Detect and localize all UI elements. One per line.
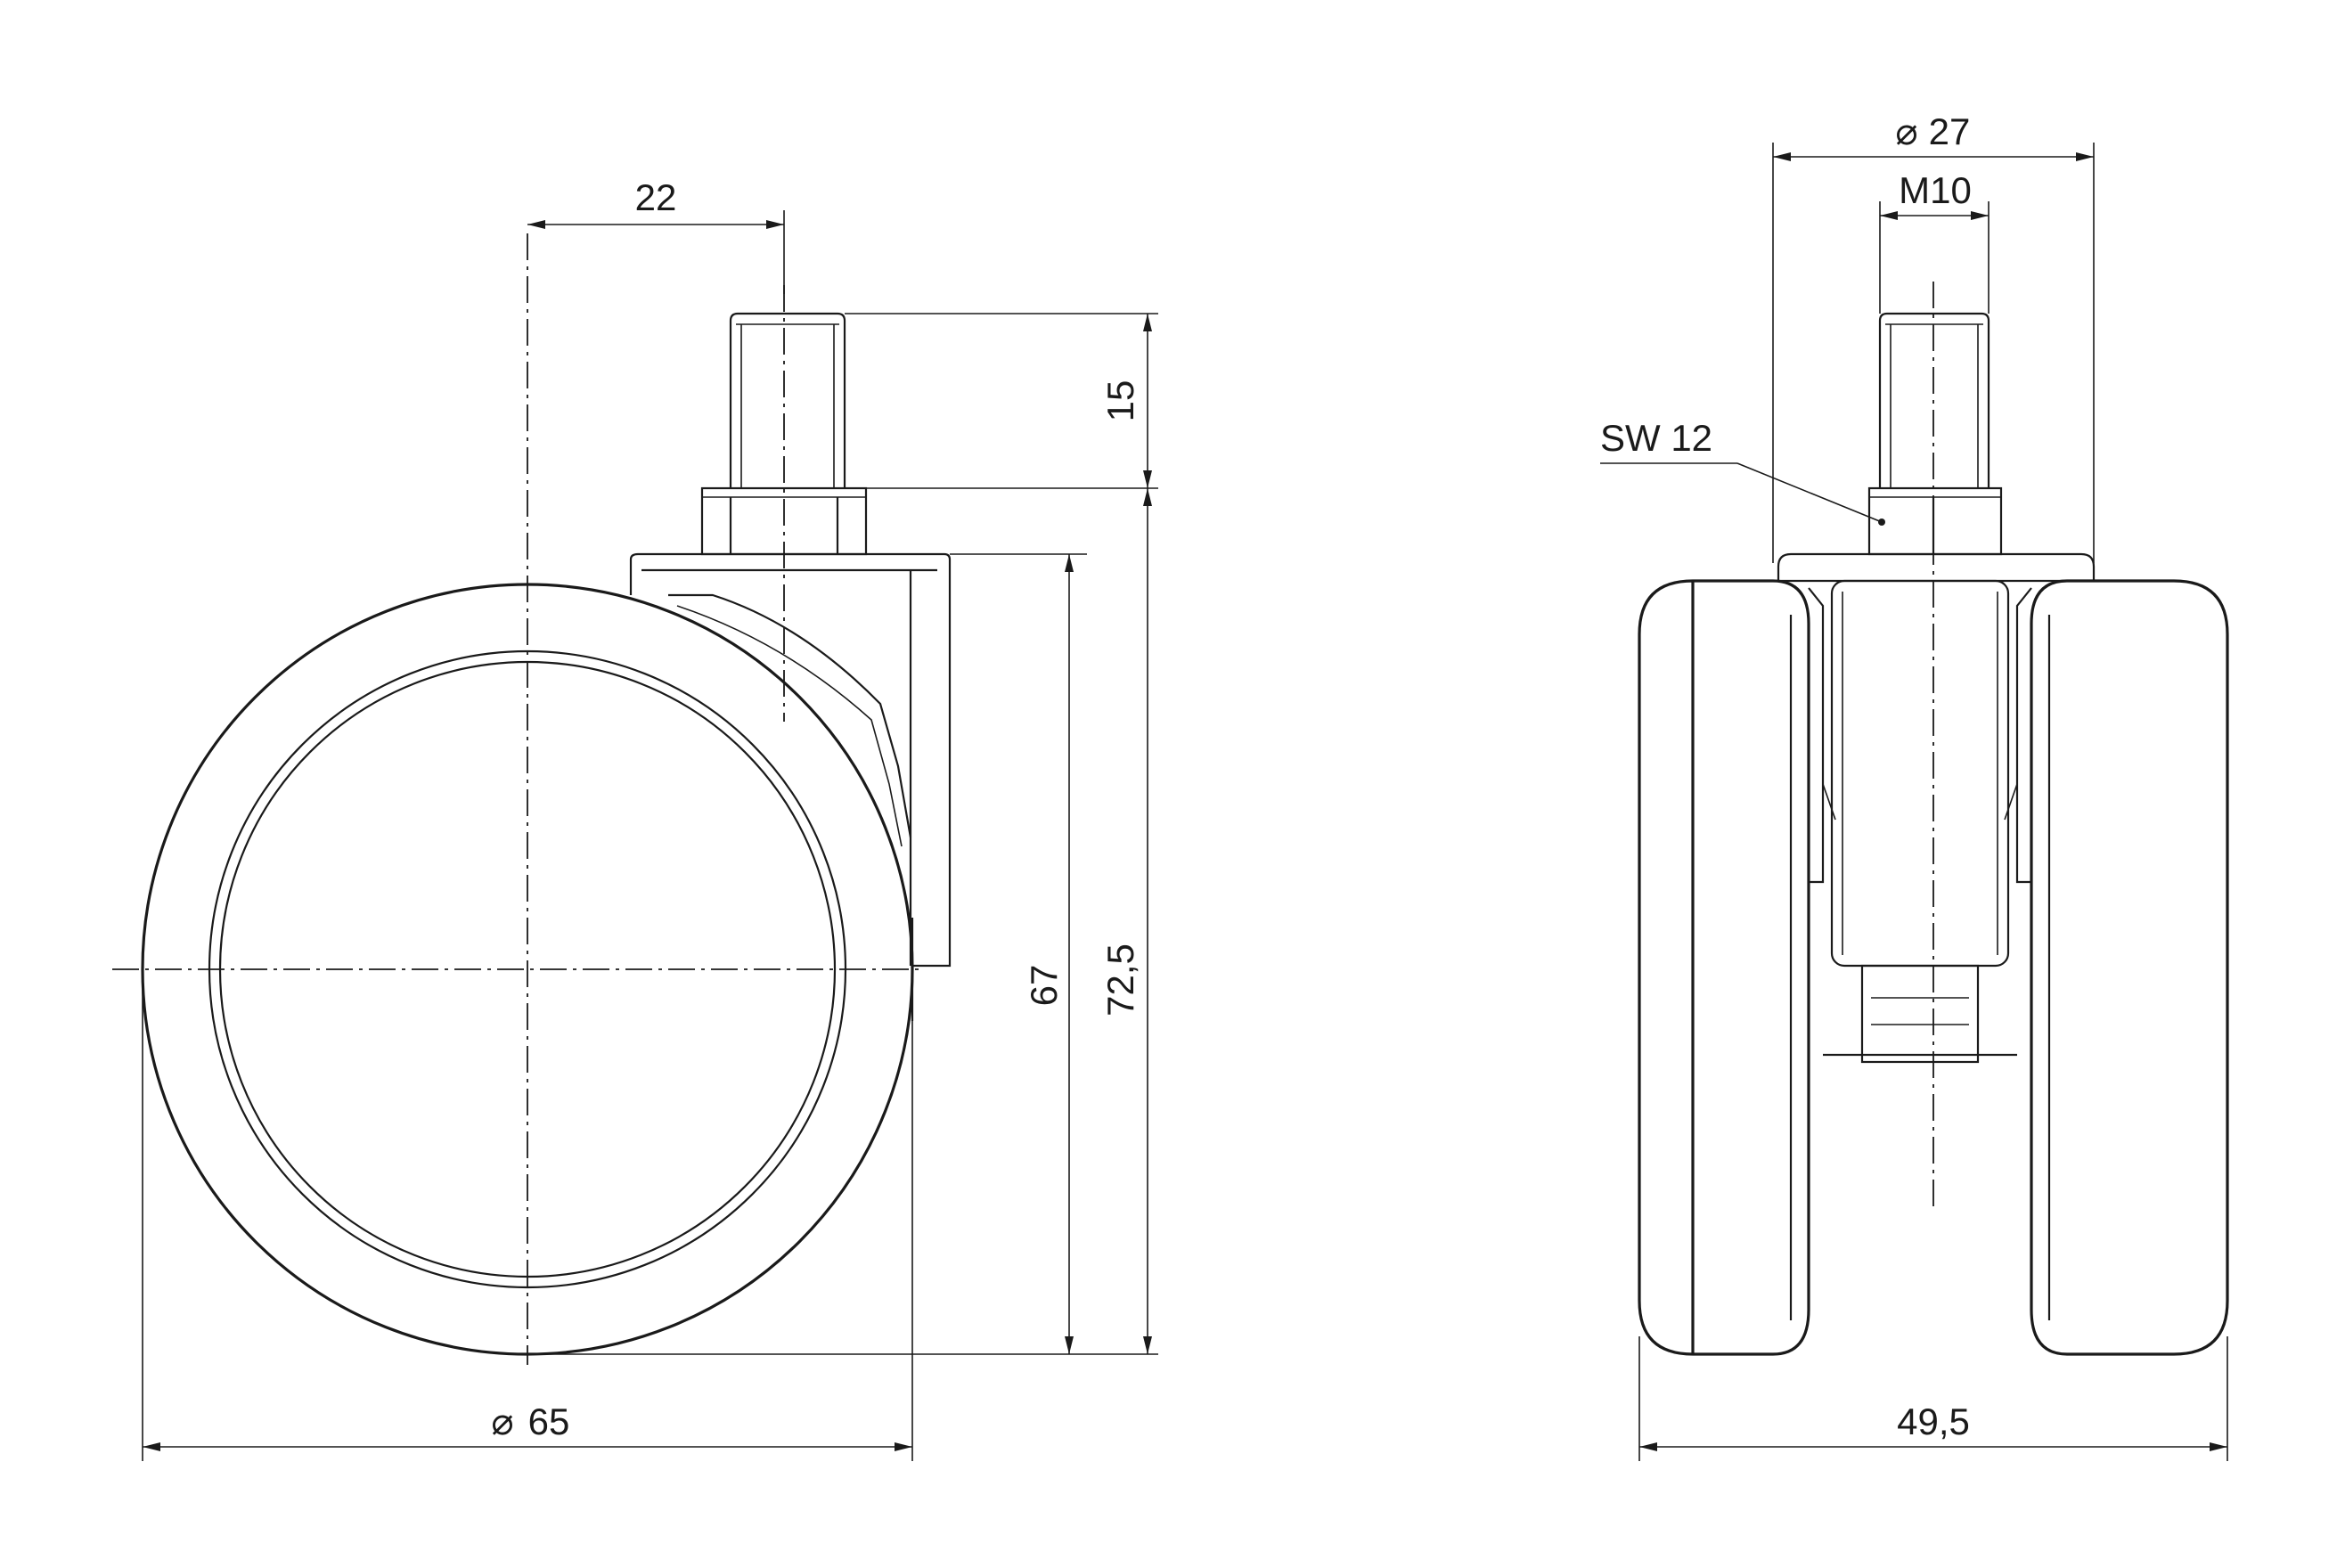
dim-stem-length: 15 [1099,314,1152,488]
dim-stem-offset-label: 22 [635,176,677,218]
dim-height-total: 72,5 [1099,488,1152,1354]
dim-height-total-label: 72,5 [1099,943,1141,1017]
front-stem-outline [1878,312,1990,488]
stem-outline [729,312,846,488]
front-wheel-right [2030,579,2229,1356]
fork-center-block [1830,579,2010,968]
dim-wheel-diameter-symbol: ⌀ [491,1401,513,1442]
front-threaded-stem [1878,312,1990,488]
front-fork-body [1773,552,2099,1064]
dim-stem-length-label: 15 [1099,380,1141,422]
fork-top-plate [1777,552,2096,581]
dim-wheel-diameter: ⌀ 65 [142,969,913,1461]
side-threaded-stem [729,312,846,488]
housing-outline [629,552,952,968]
dim-top-diameter-symbol: ⌀ [1895,110,1917,152]
dim-wheel-diameter-label: 65 [528,1401,570,1442]
dim-thread: M10 [1879,169,1990,314]
dim-total-width-label: 49,5 [1897,1401,1970,1442]
dim-height-body: 67 [1023,554,1074,1354]
dim-total-width: 49,5 [1638,1336,2228,1461]
dim-top-diameter-label: 27 [1929,110,1971,152]
side-fork-housing [629,552,952,968]
label-wrench-size: SW 12 [1600,417,1885,526]
wheel-right-outline [2030,579,2229,1356]
front-hex-nut [1867,486,2003,556]
dim-top-diameter: ⌀ 27 [1772,110,2095,563]
front-wheel-left [1638,579,1810,1356]
fork-axle-block [1860,964,1980,1064]
dim-stem-offset: 22 [527,176,785,294]
front-view: ⌀ 27 M10 SW 12 49,5 [1600,110,2229,1461]
side-view: 22 15 67 72,5 ⌀ 65 [112,176,1158,1461]
fork-side-left [1808,587,1825,884]
wheel-left-outline [1638,579,1810,1356]
housing-arc-slot [668,593,912,838]
fork-side-right [2015,587,2032,884]
dim-thread-label: M10 [1899,169,1972,211]
front-hex-nut-body [1867,486,2003,556]
dim-height-body-label: 67 [1023,965,1065,1007]
label-wrench-size-text: SW 12 [1600,417,1712,459]
housing-arc-slot-inner [676,605,903,847]
